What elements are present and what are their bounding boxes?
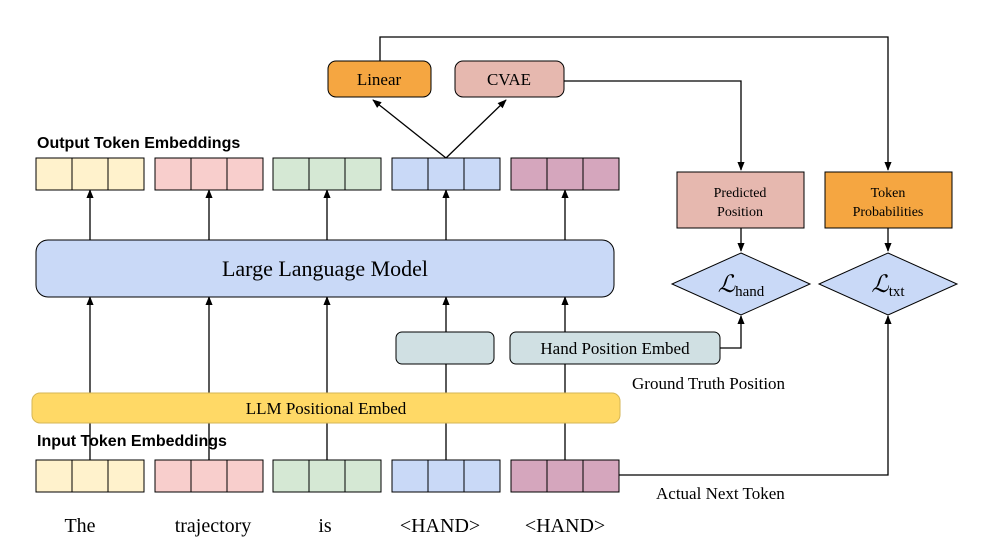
input-embeddings-row (35, 459, 620, 493)
output-embedding-4 (391, 157, 501, 191)
llm-positional-embed-label: LLM Positional Embed (246, 399, 407, 418)
arrow-cvae-to-predicted-position (564, 80, 745, 171)
input-embedding-3 (272, 459, 382, 493)
linear-block (327, 60, 432, 98)
input-embedding-5 (510, 459, 620, 493)
llm-label: Large Language Model (222, 256, 428, 281)
ground-truth-position-label: Ground Truth Position (632, 374, 786, 393)
token-text-5: <HAND> (525, 515, 605, 537)
llm-positional-embed-block (31, 392, 621, 424)
hand-position-embed-block (509, 331, 721, 365)
llm-block (35, 239, 615, 298)
output-embeddings-heading: Output Token Embeddings (37, 135, 240, 152)
hand-token-embed-block (395, 331, 495, 365)
token-text-4: <HAND> (400, 515, 480, 537)
token-text-3: is (318, 515, 332, 537)
input-embedding-2 (154, 459, 264, 493)
linear-label: Linear (357, 70, 402, 89)
predicted-position-block (676, 171, 805, 229)
loss-txt-symbol: ℒ (871, 272, 889, 298)
input-embedding-4 (391, 459, 501, 493)
cvae-block (454, 60, 565, 98)
input-embedding-1 (35, 459, 145, 493)
token-text-2: trajectory (175, 515, 252, 537)
output-embedding-2 (154, 157, 264, 191)
token-probabilities-block (824, 171, 953, 229)
connectors (86, 36, 892, 476)
loss-hand-diamond (670, 252, 812, 316)
loss-hand-symbol: ℒ (718, 272, 736, 298)
predicted-position-label-line2: Position (717, 205, 763, 220)
arrow-output4-to-linear (372, 99, 447, 159)
loss-txt-subscript: txt (889, 284, 906, 300)
actual-next-token-label: Actual Next Token (656, 484, 785, 503)
token-probabilities-label-line1: Token (871, 186, 906, 201)
token-text-1: The (64, 515, 95, 537)
token-probabilities-label-line2: Probabilities (853, 205, 924, 220)
loss-txt-diamond (817, 252, 959, 316)
predicted-position-label-line1: Predicted (714, 186, 767, 201)
output-embedding-1 (35, 157, 145, 191)
output-embedding-5 (510, 157, 620, 191)
loss-hand-label: ℒhand (718, 272, 765, 300)
output-embeddings-row (35, 157, 620, 191)
hand-position-embed-label: Hand Position Embed (540, 339, 690, 358)
arrow-linear-to-token-probabilities (379, 36, 892, 171)
loss-txt-label: ℒtxt (871, 272, 905, 300)
loss-hand-subscript: hand (735, 284, 765, 300)
arrow-ground-truth-to-loss-hand (720, 315, 745, 349)
input-embeddings-heading: Input Token Embeddings (37, 433, 227, 450)
cvae-label: CVAE (487, 70, 531, 89)
arrow-next-token-to-loss-txt (619, 315, 892, 476)
output-embedding-3 (272, 157, 382, 191)
arrow-output4-to-cvae (445, 99, 507, 159)
